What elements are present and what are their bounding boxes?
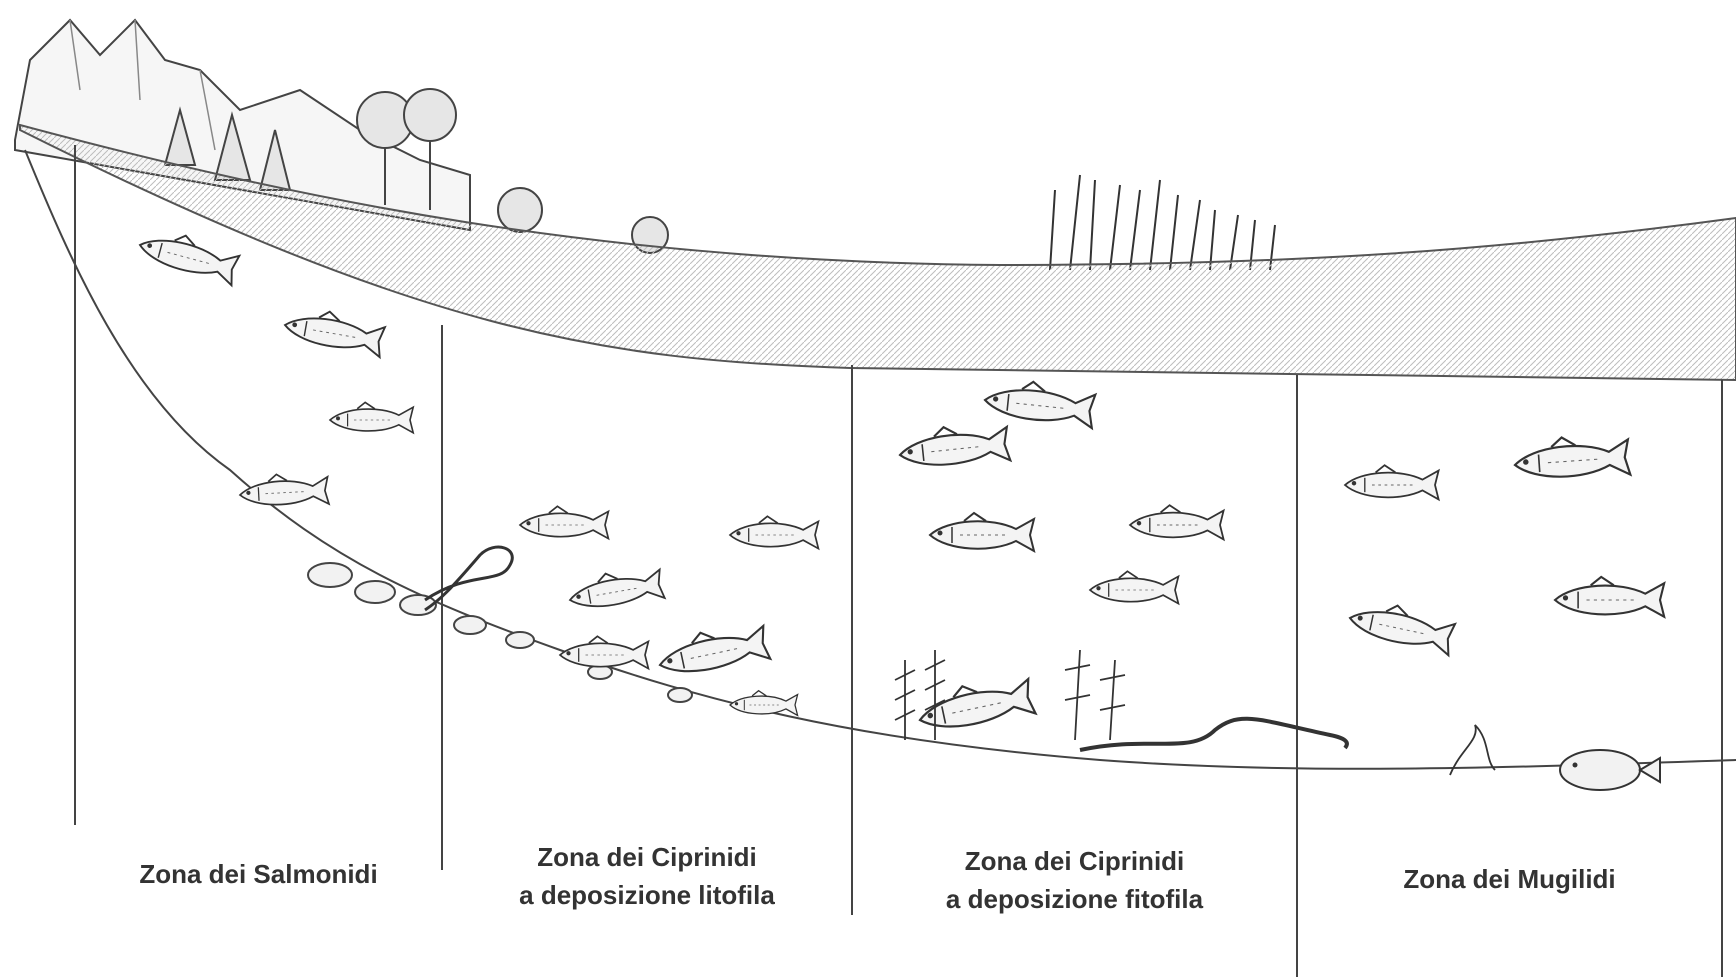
zone-label-salmonidi: Zona dei Salmonidi xyxy=(75,855,442,893)
eel-icon xyxy=(1080,719,1347,750)
fish-icon xyxy=(520,506,818,715)
fish-icon xyxy=(898,377,1224,737)
zone-label-line1: Zona dei Mugilidi xyxy=(1297,860,1722,898)
fish-icon xyxy=(1345,433,1664,655)
zone-label-line1: Zona dei Ciprinidi xyxy=(442,838,852,876)
zone-label-line2: a deposizione litofila xyxy=(442,876,852,914)
zone-label-line1: Zona dei Salmonidi xyxy=(75,855,442,893)
zone-label-ciprinidi-fitofila: Zona dei Ciprinidi a deposizione fitofil… xyxy=(852,842,1297,918)
zone-label-mugilidi: Zona dei Mugilidi xyxy=(1297,860,1722,898)
zone-label-ciprinidi-litofila: Zona dei Ciprinidi a deposizione litofil… xyxy=(442,838,852,914)
zone-label-line1: Zona dei Ciprinidi xyxy=(852,842,1297,880)
zone-label-line2: a deposizione fitofila xyxy=(852,880,1297,918)
flatfish-icon xyxy=(1560,750,1660,790)
reeds-icon xyxy=(1050,175,1275,270)
eel-icon xyxy=(425,547,512,610)
